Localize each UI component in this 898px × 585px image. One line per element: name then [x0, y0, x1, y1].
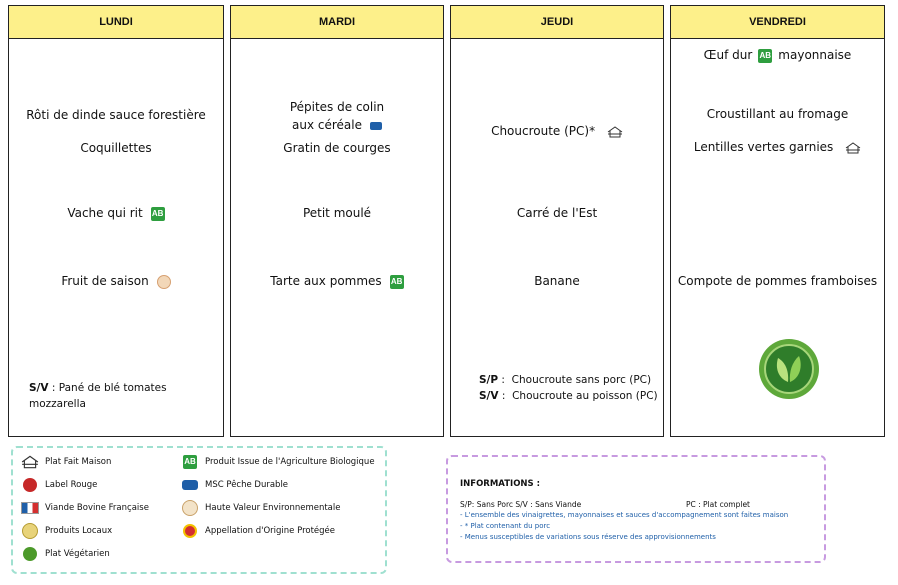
day-column-lundi: LUNDI Rôti de dinde sauce forestière Coq…: [8, 5, 224, 437]
menu-item-label: Œuf dur: [703, 48, 753, 62]
menu-item: Choucroute (PC)*: [451, 122, 663, 140]
day-header: VENDREDI: [671, 6, 884, 39]
menu-item-label: aux céréale: [292, 118, 362, 132]
legend-label: Label Rouge: [45, 480, 98, 490]
house-icon: [21, 455, 39, 469]
menu-item: Rôti de dinde sauce forestière: [26, 108, 206, 122]
legend-item: Label Rouge: [21, 477, 97, 493]
info-pc: PC : Plat complet: [686, 500, 750, 509]
menu-item: aux céréale: [231, 116, 443, 134]
legend-item: MSC Pêche Durable: [181, 477, 288, 493]
substitute-text: Choucroute sans porc (PC): [511, 374, 652, 386]
menu-item-label: Fruit de saison: [61, 274, 149, 288]
menu-item: Lentilles vertes garnies: [671, 138, 884, 156]
day-header: LUNDI: [9, 6, 223, 39]
info-box: INFORMATIONS : S/P: Sans Porc S/V : Sans…: [446, 455, 826, 563]
msc-icon: [182, 480, 198, 490]
legend-label: Plat Fait Maison: [45, 457, 112, 467]
substitute-line: S/V : Choucroute au poisson (PC): [479, 390, 658, 402]
menu-item: Vache qui rit AB: [9, 204, 223, 222]
legend-item: Produits Locaux: [21, 523, 112, 539]
menu-item: Œuf dur AB mayonnaise: [671, 46, 884, 64]
legend-box: Plat Fait Maison Label Rouge Viande Bovi…: [11, 446, 387, 574]
substitute-text: Choucroute au poisson (PC): [512, 390, 658, 402]
menu-item: Coquillettes: [80, 141, 152, 155]
ab-organic-icon: AB: [389, 274, 404, 289]
menu-item: Compote de pommes framboises: [677, 274, 878, 288]
menu-item: Tarte aux pommes AB: [231, 272, 443, 290]
ab-organic-icon: AB: [150, 206, 165, 221]
menu-item: Fruit de saison: [9, 272, 223, 290]
legend-label: MSC Pêche Durable: [205, 480, 289, 490]
menu-item: Pépites de colin: [289, 100, 385, 114]
legend-label: Produit Issue de l'Agriculture Biologiqu…: [205, 457, 375, 467]
legend-label: Haute Valeur Environnementale: [205, 503, 341, 513]
substitute-tag: S/V: [479, 390, 499, 402]
menu-item: Carré de l'Est: [516, 206, 598, 220]
label-rouge-icon: [23, 478, 37, 492]
house-icon: [845, 141, 861, 153]
produits-locaux-icon: [156, 274, 171, 289]
legend-item: Plat Végétarien: [21, 546, 110, 562]
legend-label: Viande Bovine Française: [45, 503, 149, 513]
house-icon: [607, 125, 623, 137]
substitute-tag: S/P: [479, 374, 499, 386]
day-column-jeudi: JEUDI Choucroute (PC)* Carré de l'Est Ba…: [450, 5, 664, 437]
ab-organic-icon: AB: [758, 48, 773, 63]
legend-item: Viande Bovine Française: [21, 500, 149, 516]
legend-label: Appellation d'Origine Protégée: [205, 526, 336, 536]
day-header: MARDI: [231, 6, 443, 39]
menu-item-label: Choucroute (PC)*: [491, 124, 596, 138]
ab-icon: AB: [183, 455, 197, 469]
legend-item: Plat Fait Maison: [21, 454, 111, 470]
day-header: JEUDI: [451, 6, 663, 39]
substitute-text: Pané de blé tomates mozzarella: [29, 382, 167, 410]
menu-item-label: Tarte aux pommes: [270, 274, 382, 288]
menu-item-label: Lentilles vertes garnies: [693, 140, 834, 154]
hve-icon: [182, 500, 198, 516]
menu-item: Petit moulé: [302, 206, 372, 220]
info-note: - L'ensemble des vinaigrettes, mayonnais…: [460, 511, 789, 519]
msc-icon: [369, 121, 382, 130]
menu-item: Banane: [534, 274, 580, 288]
day-column-mardi: MARDI Pépites de colin aux céréale Grati…: [230, 5, 444, 437]
menu-item: Gratin de courges: [283, 141, 391, 155]
menu-item-label: Vache qui rit: [67, 206, 143, 220]
aop-icon: [183, 524, 197, 538]
vbf-icon: [21, 502, 39, 514]
menu-item-label: mayonnaise: [778, 48, 852, 62]
info-note: - Menus susceptibles de variations sous …: [460, 533, 716, 541]
substitute-line: S/V : Pané de blé tomates mozzarella: [29, 382, 167, 410]
info-title: INFORMATIONS :: [460, 479, 541, 489]
menu-item: Croustillant au fromage: [706, 107, 849, 121]
leaf-icon: [23, 547, 37, 561]
produits-locaux-icon: [22, 523, 38, 539]
legend-label: Plat Végétarien: [45, 549, 110, 559]
vegetarian-badge-icon: [759, 339, 819, 399]
legend-item: Haute Valeur Environnementale: [181, 500, 340, 516]
legend-item: AB Produit Issue de l'Agriculture Biolog…: [181, 454, 375, 470]
substitute-tag: S/V: [29, 382, 49, 394]
legend-label: Produits Locaux: [45, 526, 113, 536]
info-note: - * Plat contenant du porc: [460, 522, 551, 530]
legend-item: Appellation d'Origine Protégée: [181, 523, 335, 539]
substitute-line: S/P : Choucroute sans porc (PC): [479, 374, 652, 386]
info-abbreviations: S/P: Sans Porc S/V : Sans Viande: [460, 500, 582, 509]
